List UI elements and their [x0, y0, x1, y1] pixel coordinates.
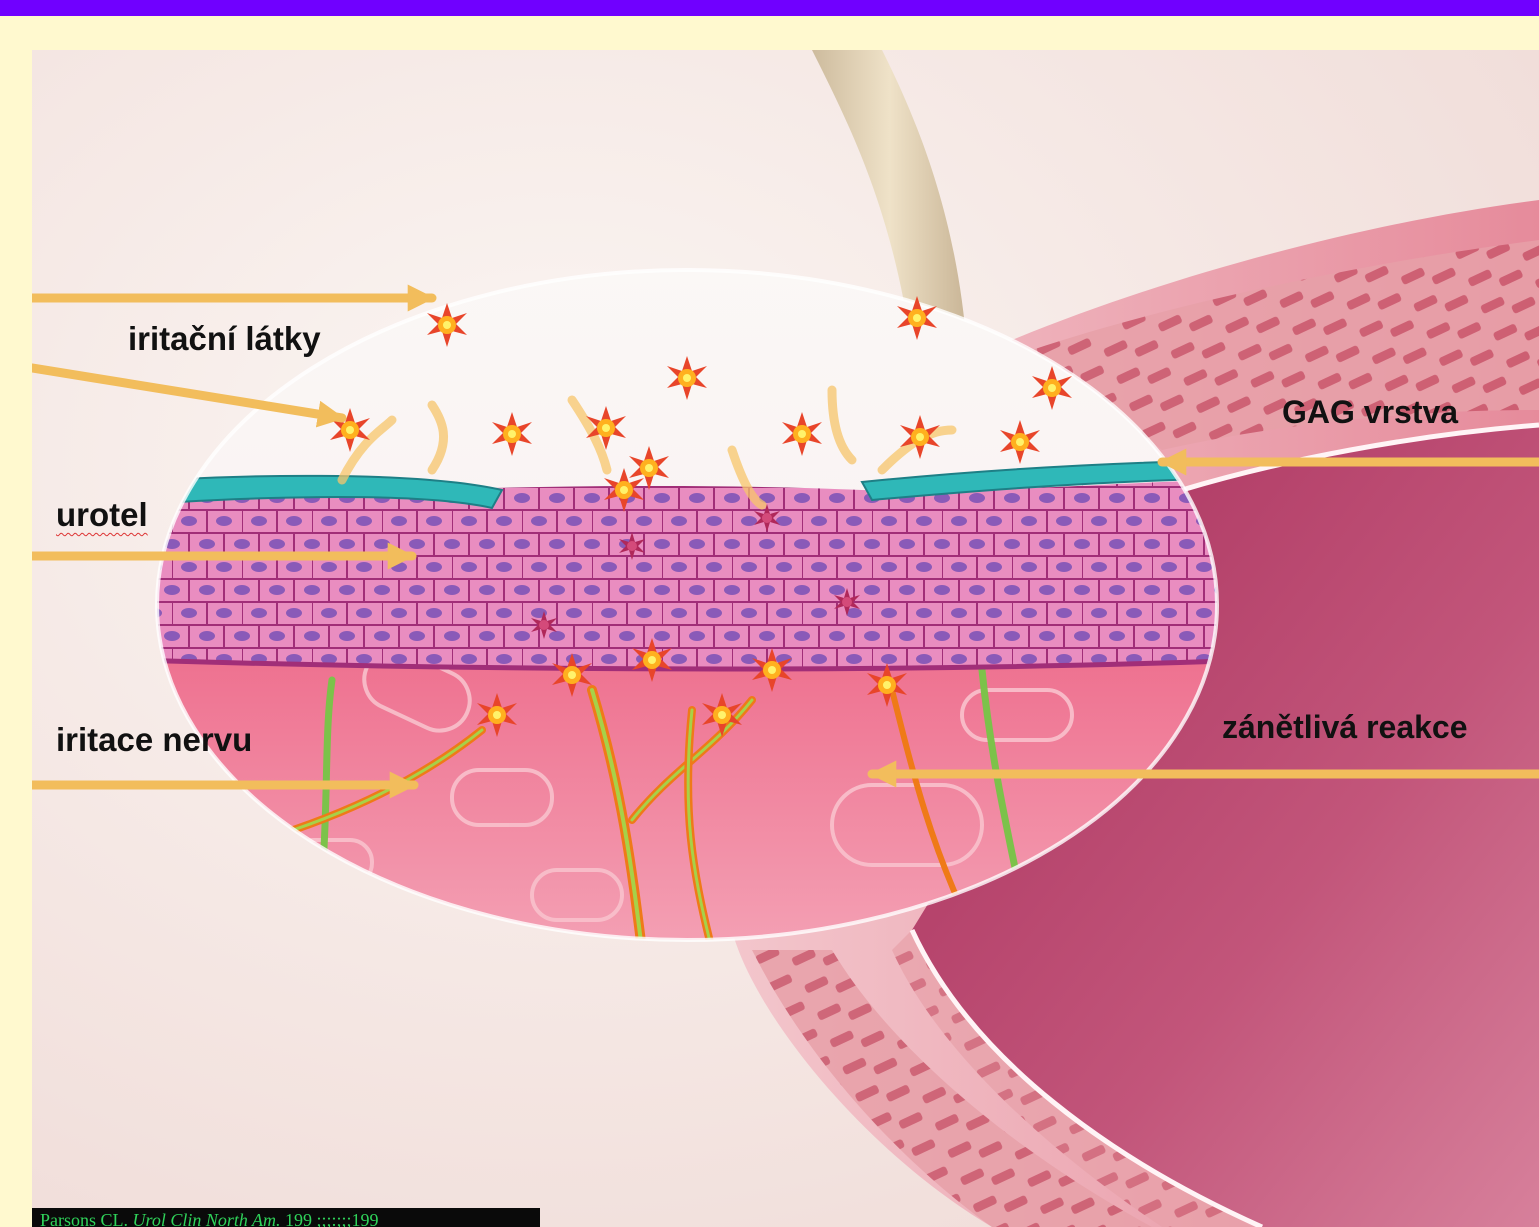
label-gag-layer: GAG vrstva [1282, 394, 1458, 431]
citation: Parsons CL. Urol Clin North Am. 199 ;;;:… [32, 1208, 540, 1227]
label-nerve-irritation: iritace nervu [56, 721, 252, 759]
label-irritants: iritační látky [128, 320, 321, 358]
citation-journal: Urol Clin North Am. [133, 1210, 281, 1227]
label-urothelium: urotel [56, 496, 148, 534]
bladder-illustration [32, 50, 1539, 1227]
label-inflammatory-reaction: zánětlivá reakce [1222, 709, 1468, 746]
top-color-bar [0, 0, 1539, 16]
citation-rest: 199 ;;;:;;;199 [285, 1210, 379, 1227]
citation-authors: Parsons CL. [40, 1210, 128, 1227]
bladder-cross-section-drawing [32, 50, 1539, 1227]
